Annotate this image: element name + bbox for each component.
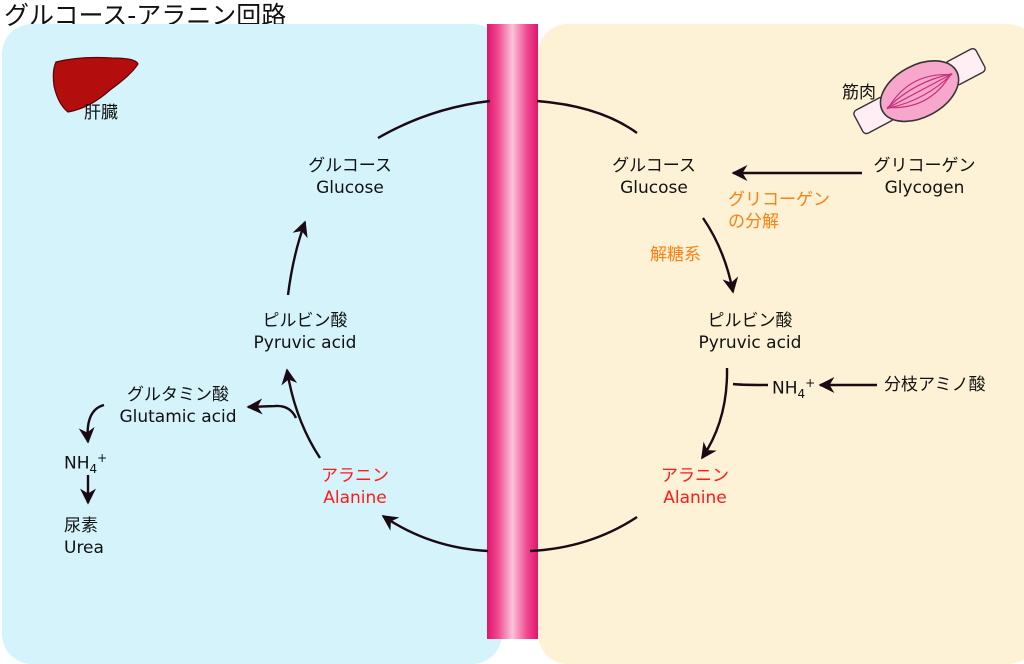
liver-label: 肝臓 [84, 103, 118, 123]
muscle-nh4-base: NH [772, 378, 798, 399]
muscle-nh4-sup: + [805, 376, 816, 390]
arrow-glucose-to-pyruvate-muscle [702, 217, 739, 294]
muscle-glucose-en: Glucose [620, 178, 688, 198]
arrow-glutamate-to-nh4 [78, 403, 105, 444]
glycogenolysis-line2: の分解 [728, 212, 779, 232]
liver-glutamate-en: Glutamic acid [119, 407, 237, 427]
liver-glutamate-jp: グルタミン酸 [127, 385, 229, 405]
liver-pyruvate-en: Pyruvic acid [253, 333, 357, 353]
muscle-pyruvate: ピルビン酸 Pyruvic acid [690, 310, 810, 354]
muscle-alanine-jp: アラニン [661, 466, 729, 486]
muscle-nh4: NH4+ [772, 372, 832, 405]
muscle-pyruvate-en: Pyruvic acid [698, 333, 802, 353]
liver-nh4-sub: 4 [89, 462, 98, 477]
liver-glucose-en: Glucose [316, 178, 384, 198]
muscle-panel [538, 24, 1024, 664]
muscle-nh4-sub: 4 [797, 387, 806, 402]
liver-glucose: グルコース Glucose [300, 155, 400, 199]
arrow-to-glutamate [246, 398, 298, 419]
liver-pyruvate-jp: ピルビン酸 [262, 311, 348, 331]
arrow-pyruvate-to-glucose-liver [286, 220, 308, 296]
arc-muscle-top [536, 99, 638, 134]
liver-panel [2, 24, 502, 664]
glycogenolysis-line1: グリコーゲン [728, 190, 830, 210]
liver-pyruvate: ピルビン酸 Pyruvic acid [245, 310, 365, 354]
muscle-glucose: グルコース Glucose [604, 155, 704, 199]
liver-alanine-en: Alanine [323, 488, 387, 508]
liver-glutamate: グルタミン酸 Glutamic acid [108, 384, 248, 428]
arrow-alanine-to-pyruvate-liver [281, 368, 322, 459]
muscle-alanine-en: Alanine [663, 488, 727, 508]
nh4-branch-line [732, 382, 769, 387]
muscle-alanine: アラニン Alanine [645, 465, 745, 509]
liver-alanine: アラニン Alanine [305, 465, 405, 509]
muscle-icon [853, 47, 986, 135]
bcaa-label: 分枝アミノ酸 [884, 375, 986, 395]
muscle-glycogen-en: Glycogen [884, 178, 965, 198]
liver-urea-en: Urea [64, 538, 104, 558]
glycogenolysis-label: グリコーゲン の分解 [728, 189, 853, 233]
liver-nh4-base: NH [64, 453, 90, 474]
liver-icon [52, 56, 139, 113]
liver-urea-jp: 尿素 [64, 516, 98, 536]
muscle-glucose-jp: グルコース [612, 156, 696, 176]
liver-alanine-jp: アラニン [321, 466, 389, 486]
muscle-label: 筋肉 [842, 83, 876, 103]
glycolysis-label: 解糖系 [650, 245, 701, 265]
muscle-glycogen-jp: グリコーゲン [873, 156, 976, 176]
liver-glucose-jp: グルコース [308, 156, 392, 176]
arrow-pyruvate-to-alanine-muscle [701, 367, 729, 460]
liver-urea: 尿素 Urea [64, 515, 124, 559]
cycle-arrows [78, 99, 877, 553]
membrane-bar [487, 24, 538, 639]
liver-nh4-sup: + [97, 451, 108, 465]
muscle-pyruvate-jp: ピルビン酸 [707, 311, 793, 331]
liver-nh4: NH4+ [64, 447, 124, 480]
arc-liver-top [377, 99, 491, 140]
arc-bottom-liver [381, 515, 489, 553]
muscle-glycogen: グリコーゲン Glycogen [862, 155, 987, 199]
arc-bottom-to-alanine [529, 515, 638, 553]
